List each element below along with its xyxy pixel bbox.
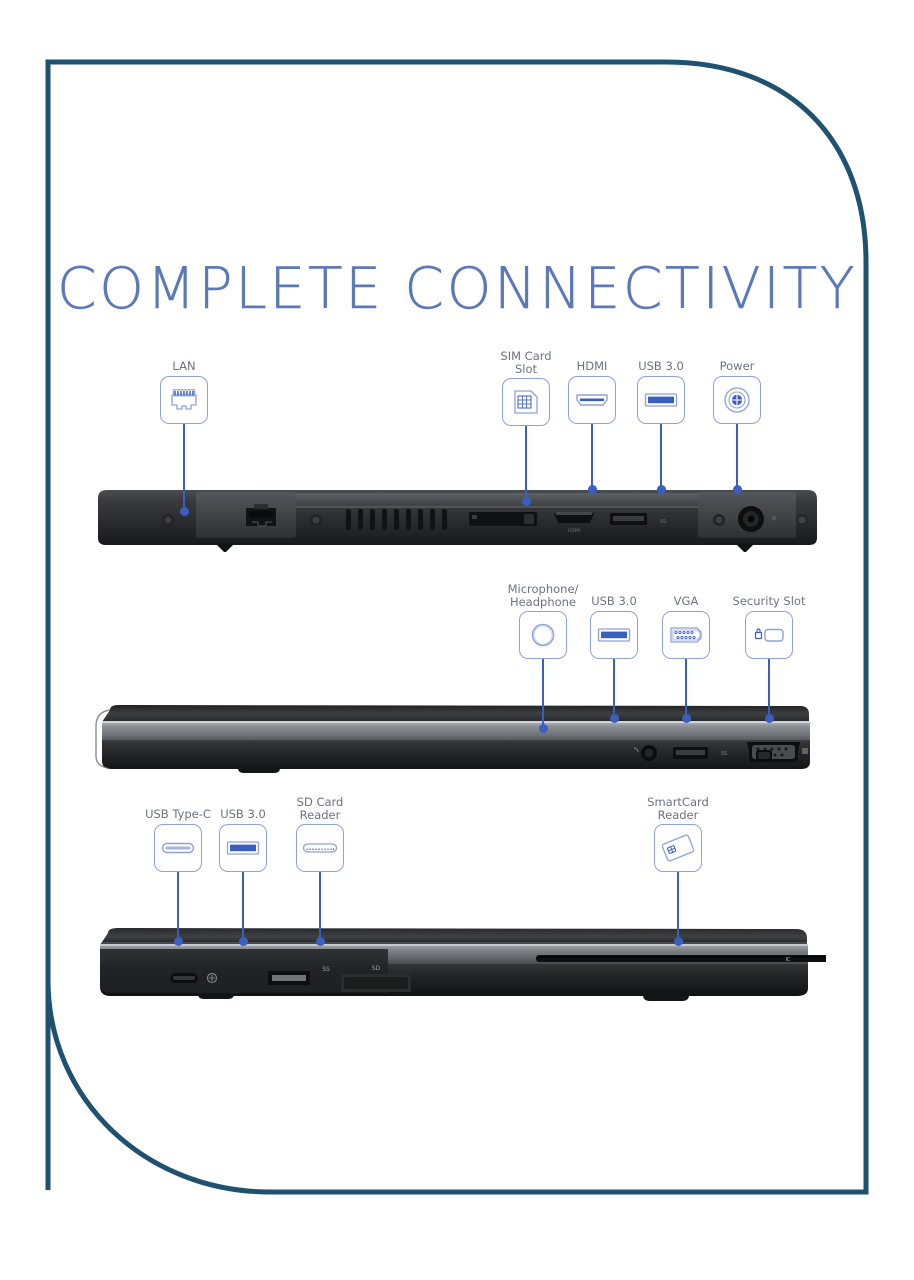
svg-text:SS: SS — [721, 751, 727, 757]
hdmi-port-icon — [568, 375, 616, 424]
vga-port-icon — [662, 610, 710, 659]
svg-text:SS: SS — [322, 966, 330, 973]
svg-text:HDMI: HDMI — [568, 528, 580, 534]
callout-label: LAN — [172, 359, 196, 373]
callout-smartcard-reader: SmartCard Reader — [638, 796, 718, 946]
callout-leader-line — [318, 872, 322, 938]
callout-leader-dot — [179, 506, 189, 516]
svg-text:SS: SS — [660, 519, 666, 525]
callout-leader-dot — [656, 484, 666, 494]
frame-bottom-left-curve — [45, 979, 271, 1195]
callout-leader-line — [659, 423, 663, 486]
callout-label: Power — [719, 359, 755, 373]
callout-audio-jack: Microphone/ Headphone — [503, 583, 583, 733]
audio-jack-icon — [519, 611, 567, 659]
security-slot-icon — [745, 610, 793, 659]
callout-leader-line — [524, 426, 528, 498]
power-jack-icon — [713, 375, 761, 424]
callout-usb-a-port: USB 3.0 — [621, 360, 701, 494]
callout-leader-line — [735, 423, 739, 486]
callout-leader-dot — [587, 484, 597, 494]
callout-leader-dot — [238, 936, 248, 946]
callout-leader-dot — [538, 724, 548, 733]
callout-power-jack: Power — [697, 360, 777, 494]
callout-leader-dot — [764, 713, 774, 723]
usb-c-port-icon — [154, 823, 202, 872]
callout-leader-line — [241, 871, 245, 938]
callout-leader-dot — [673, 937, 683, 946]
laptop-right-side-view: SS SD IC — [88, 925, 826, 1007]
callout-leader-dot — [681, 713, 691, 723]
callout-label: HDMI — [576, 359, 608, 373]
sim-card-slot-icon — [502, 378, 550, 426]
sd-card-reader-icon — [296, 824, 344, 872]
callout-sd-card-reader: SD Card Reader — [280, 796, 360, 946]
callout-vga-port: VGA — [646, 595, 726, 723]
smartcard-reader-icon — [654, 824, 702, 872]
callout-security-slot: Security Slot — [729, 595, 809, 723]
callout-label: USB 3.0 — [591, 594, 637, 608]
callout-label: SmartCard Reader — [647, 795, 709, 822]
callout-usb-c-port: USB Type-C — [138, 808, 218, 946]
callout-leader-line — [684, 658, 688, 715]
callout-label: Security Slot — [732, 594, 806, 608]
callout-label: USB 3.0 — [220, 807, 266, 821]
usb-a-port-icon — [590, 610, 638, 659]
page-title: COMPLETE CONNECTIVITY — [56, 256, 858, 322]
callout-leader-line — [676, 872, 680, 938]
callout-lan-port: LAN — [144, 360, 224, 516]
callout-leader-line — [182, 423, 186, 508]
callout-leader-line — [767, 658, 771, 715]
callout-leader-dot — [173, 936, 183, 946]
callout-leader-dot — [521, 497, 531, 506]
callout-label: SIM Card Slot — [500, 349, 552, 376]
callout-leader-dot — [609, 713, 619, 723]
callout-leader-line — [590, 423, 594, 486]
callout-usb-a-port: USB 3.0 — [574, 595, 654, 723]
callout-label: Microphone/ Headphone — [507, 582, 579, 609]
callout-leader-dot — [732, 484, 742, 494]
svg-text:IC: IC — [786, 957, 791, 963]
usb-a-port-icon — [637, 375, 685, 424]
laptop-rear-view: HDMI SS — [88, 482, 826, 552]
callout-usb-a-port: USB 3.0 — [203, 808, 283, 946]
usb-a-port-icon — [219, 823, 267, 872]
svg-text:SD: SD — [372, 965, 381, 972]
callout-hdmi-port: HDMI — [552, 360, 632, 494]
lan-port-icon — [160, 375, 208, 424]
callout-leader-line — [612, 658, 616, 715]
callout-label: VGA — [673, 594, 699, 608]
callout-leader-dot — [315, 937, 325, 946]
callout-label: USB 3.0 — [638, 359, 684, 373]
callout-label: SD Card Reader — [296, 795, 344, 822]
callout-leader-line — [541, 659, 545, 725]
callout-sim-card-slot: SIM Card Slot — [486, 350, 566, 506]
laptop-left-side-security-slot — [756, 750, 772, 761]
callout-label: USB Type-C — [145, 807, 211, 821]
callout-leader-line — [176, 871, 180, 938]
